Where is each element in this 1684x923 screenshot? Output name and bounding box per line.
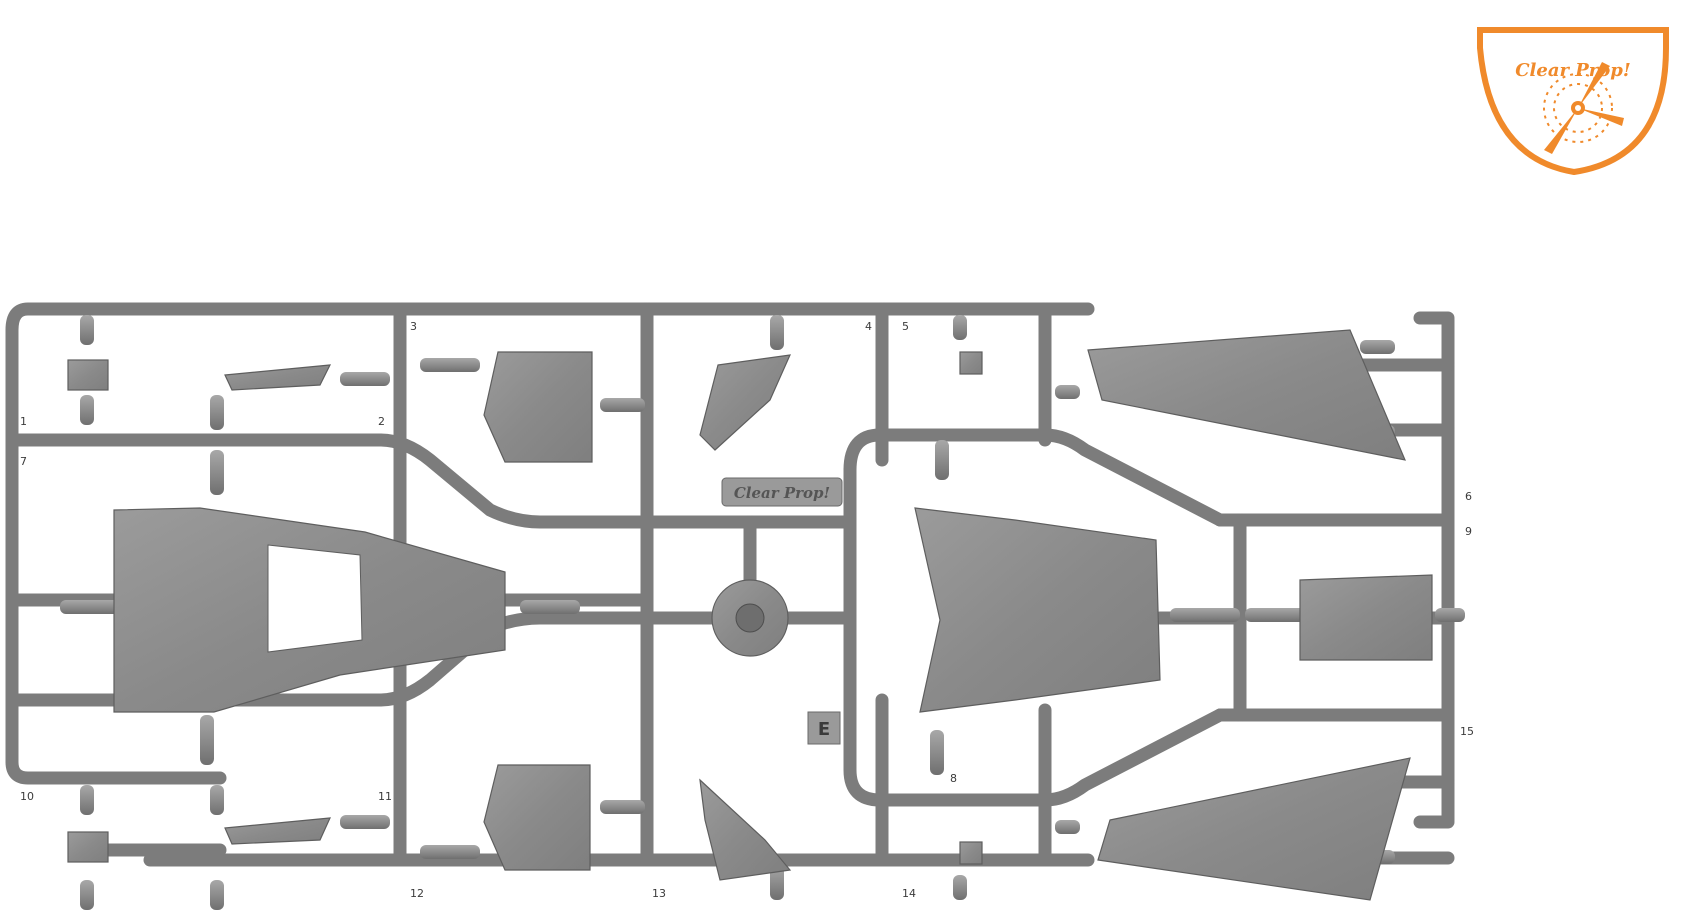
part-small-block-bottom (67, 831, 109, 863)
part-number-3: 3 (410, 320, 417, 333)
part-numbers: 1 2 3 4 5 6 7 8 9 10 11 12 13 14 15 (20, 320, 1474, 900)
sprue-tag-text: Clear Prop! (734, 484, 830, 502)
sprue-letter-text: E (818, 719, 830, 740)
part-number-4: 4 (865, 320, 872, 333)
part-number-14: 14 (902, 887, 916, 900)
propeller-icon (1543, 62, 1624, 154)
part-tiny-bottom (959, 841, 983, 865)
sprue-letter: E (807, 711, 841, 745)
part-number-7: 7 (20, 455, 27, 468)
part-number-12: 12 (410, 887, 424, 900)
part-wing-bottom (1097, 757, 1411, 901)
part-strut-bottom (224, 817, 331, 845)
part-bracket-bottom (699, 778, 792, 881)
clear-prop-logo: Clear Prop! (1477, 27, 1669, 176)
hub-center (735, 603, 765, 633)
part-panel-bottom (483, 764, 591, 871)
part-number-1: 1 (20, 415, 27, 428)
sprue-tag: Clear Prop! (721, 477, 843, 507)
part-bracket-top (699, 354, 791, 451)
part-body-panel (914, 507, 1161, 713)
part-small-block-top (67, 359, 109, 391)
part-number-6: 6 (1465, 490, 1472, 503)
part-number-15: 15 (1460, 725, 1474, 738)
part-number-9: 9 (1465, 525, 1472, 538)
part-number-5: 5 (902, 320, 909, 333)
part-wing-top (1087, 329, 1406, 461)
logo-text: Clear Prop! (1515, 60, 1631, 81)
part-tiny-top (959, 351, 983, 375)
part-number-8: 8 (950, 772, 957, 785)
logo-badge-outline (1477, 27, 1669, 176)
cockpit-opening (267, 544, 363, 653)
part-number-10: 10 (20, 790, 34, 803)
part-panel-top (483, 351, 593, 463)
part-number-11: 11 (378, 790, 392, 803)
part-strut-top (224, 364, 332, 391)
part-hatch (1299, 574, 1433, 661)
part-number-13: 13 (652, 887, 666, 900)
part-number-2: 2 (378, 415, 385, 428)
